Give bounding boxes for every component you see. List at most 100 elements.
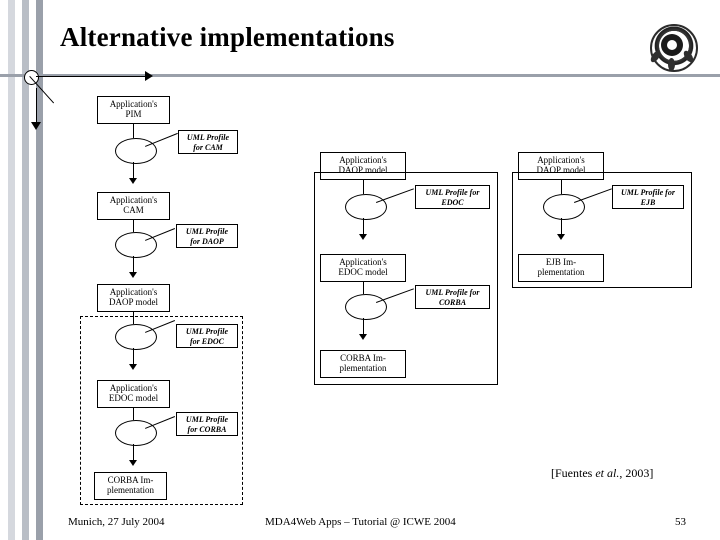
connector-mid-1b [363,318,364,334]
arrow-right-0 [557,234,565,240]
arrow-mid-1 [359,334,367,340]
chain-middle-node-0: Application's DAOP model [320,152,406,180]
transform-node-mid-0 [345,194,387,220]
connector-left-3 [133,408,134,420]
arrow-left-0 [129,178,137,184]
university-seal-logo [648,22,698,72]
chain-right-node-1: EJB Im- plementation [518,254,604,282]
chain-right-profile-0-line1: UML Profile for [621,188,675,197]
transform-node-mid-1 [345,294,387,320]
chain-middle-profile-1-line1: UML Profile for [425,288,480,297]
footer-center: MDA4Web Apps – Tutorial @ ICWE 2004 [265,516,456,528]
chain-left-node-4-line2: plementation [107,485,154,495]
chain-left-node-0: Application's PIM [97,96,170,124]
arrow-left-3 [129,460,137,466]
transform-node-right-0 [543,194,585,220]
chain-left-profile-3-line2: for CORBA [187,425,227,434]
chain-left-profile-2: UML Profile for EDOC [176,324,238,348]
chain-left-node-1-line2: CAM [123,205,144,215]
chain-left-profile-1-line1: UML Profile [185,227,229,236]
chain-left-node-3-line1: Application's [109,383,158,393]
connector-mid-0 [363,180,364,194]
chain-middle-node-2: CORBA Im- plementation [320,350,406,378]
transform-node-left-1 [115,232,157,258]
transform-node-left-0 [115,138,157,164]
arrow-head-down [31,122,41,130]
chain-left-node-2-line1: Application's [109,287,158,297]
chain-middle-profile-0: UML Profile for EDOC [415,185,490,209]
chain-right-profile-0: UML Profile for EJB [612,185,684,209]
arrow-left-2 [129,364,137,370]
connector-mid-0b [363,218,364,234]
connector-right-0 [561,180,562,194]
chain-middle-profile-0-line2: EDOC [441,198,464,207]
header-rule [0,74,720,77]
chain-middle-node-2-line2: plementation [339,363,387,373]
chain-left-profile-0-line1: UML Profile [186,133,230,142]
footer-left: Munich, 27 July 2004 [68,516,165,528]
chain-right-node-0: Application's DAOP model [518,152,604,180]
footer-page-number: 53 [675,516,686,528]
chain-left-node-2: Application's DAOP model [97,284,170,312]
chain-middle-node-1-line1: Application's [339,257,387,267]
chain-middle-profile-1: UML Profile for CORBA [415,285,490,309]
connector-left-1 [133,220,134,232]
chain-left-node-0-line1: Application's [109,99,158,109]
connector-left-2 [133,312,134,324]
citation-suffix: , 2003] [619,466,654,480]
arrow-mid-0 [359,234,367,240]
chain-middle-profile-0-line1: UML Profile for [425,188,480,197]
chain-right-node-0-line1: Application's [537,155,585,165]
profile-link-left-0 [145,132,178,147]
chain-left-profile-3: UML Profile for CORBA [176,412,238,436]
chain-right-profile-0-line2: EJB [640,198,656,207]
sidebar-stripe-3 [36,0,43,540]
chain-left-node-0-line2: PIM [125,109,142,119]
arrow-horizontal-line [36,76,146,77]
citation-italic: et al. [595,466,620,480]
chain-left-node-4-line1: CORBA Im- [107,475,154,485]
chain-left-profile-0-line2: for CAM [193,143,223,152]
chain-left-profile-1-line2: for DAOP [190,237,224,246]
chain-left-node-3-line2: EDOC model [108,393,159,403]
sidebar-stripe-1 [8,0,15,540]
connector-right-0b [561,218,562,234]
chain-left-node-3: Application's EDOC model [97,380,170,408]
group-box-middle [314,172,498,385]
chain-middle-node-1: Application's EDOC model [320,254,406,282]
chain-middle-node-0-line1: Application's [339,155,387,165]
connector-left-3b [133,444,134,460]
chain-left-profile-1: UML Profile for DAOP [176,224,238,248]
chain-left-profile-0: UML Profile for CAM [178,130,238,154]
page-title: Alternative implementations [60,22,395,52]
citation: [Fuentes et al., 2003] [551,466,653,481]
transform-node-left-3 [115,420,157,446]
group-box-right [512,172,692,288]
transform-node-left-2 [115,324,157,350]
chain-left-node-1-line1: Application's [109,195,158,205]
chain-middle-profile-1-line2: CORBA [438,298,467,307]
chain-right-node-0-line2: DAOP model [536,165,586,175]
arrow-left-1 [129,272,137,278]
arrow-head-right [145,71,153,81]
connector-left-2b [133,348,134,364]
chain-middle-node-1-line2: EDOC model [338,267,388,277]
chain-right-node-1-line2: plementation [537,267,585,277]
sidebar-stripe-2 [22,0,29,540]
chain-left-profile-2-line1: UML Profile [185,327,229,336]
group-box-left [80,316,243,505]
connector-left-0b [133,162,134,178]
chain-right-node-1-line1: EJB Im- [545,257,577,267]
citation-prefix: [Fuentes [551,466,596,480]
chain-middle-node-0-line2: DAOP model [338,165,388,175]
chain-left-profile-2-line2: for EDOC [189,337,224,346]
chain-left-node-4: CORBA Im- plementation [94,472,167,500]
chain-left-node-1: Application's CAM [97,192,170,220]
chain-middle-node-2-line1: CORBA Im- [340,353,386,363]
connector-left-1b [133,256,134,272]
chain-left-node-2-line2: DAOP model [109,297,158,307]
connector-left-0 [133,124,134,138]
connector-mid-1 [363,282,364,294]
chain-left-profile-3-line1: UML Profile [185,415,229,424]
arrow-vertical-line [36,88,37,124]
